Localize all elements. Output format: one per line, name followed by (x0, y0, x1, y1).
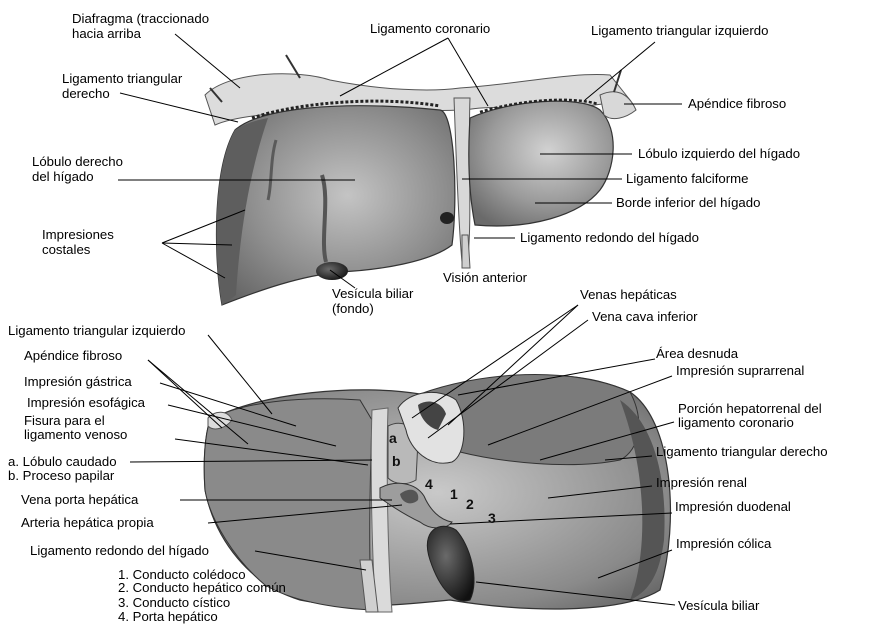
label-costal-impressions-1: Impresiones (42, 228, 114, 242)
label-gallbladder-fundus-1: Vesícula biliar (332, 287, 413, 301)
label-papillary-process: b. Proceso papilar (8, 469, 114, 483)
label-suprarenal-impression: Impresión suprarrenal (676, 364, 804, 378)
label-bare-area: Área desnuda (656, 347, 738, 361)
marker-1: 1 (450, 486, 458, 502)
label-gallbladder-fundus-2: (fondo) (332, 302, 374, 316)
marker-3: 3 (488, 510, 496, 526)
label-gastric-impression: Impresión gástrica (24, 375, 132, 389)
label-diaphragm-2: hacia arriba (72, 27, 141, 41)
label-round-ligament-anterior: Ligamento redondo del hígado (520, 231, 699, 245)
label-caudate-lobe: a. Lóbulo caudado (8, 455, 117, 469)
label-venous-fissure-1: Fisura para el (24, 414, 105, 428)
label-hepatorenal-1: Porción hepatorrenal del (678, 402, 822, 416)
label-colic-impression: Impresión cólica (676, 537, 771, 551)
label-venous-fissure-2: ligamento venoso (24, 428, 127, 442)
label-portal-vein: Vena porta hepática (21, 493, 138, 507)
label-left-triangular-ligament: Ligamento triangular izquierdo (591, 24, 768, 38)
label-fibrous-appendix-visceral: Apéndice fibroso (24, 349, 122, 363)
label-right-lobe-1: Lóbulo derecho (32, 155, 123, 169)
label-coronary-ligament: Ligamento coronario (370, 22, 490, 36)
label-hepatorenal-2: ligamento coronario (678, 416, 794, 430)
label-esophageal-impression: Impresión esofágica (27, 396, 145, 410)
marker-4: 4 (425, 476, 433, 492)
key-item-2: 2. Conducto hepático común (118, 581, 286, 595)
left-lobe-shape (469, 101, 613, 226)
label-renal-impression: Impresión renal (656, 476, 747, 490)
label-view-caption: Visión anterior (443, 271, 527, 285)
label-round-ligament-visceral: Ligamento redondo del hígado (30, 544, 209, 558)
label-hepatic-veins: Venas hepáticas (580, 288, 677, 302)
label-left-lobe: Lóbulo izquierdo del hígado (638, 147, 800, 161)
label-right-triangular-2: derecho (62, 87, 110, 101)
key-item-4: 4. Porta hepático (118, 610, 218, 624)
label-right-lobe-2: del hígado (32, 170, 94, 184)
marker-2: 2 (466, 496, 474, 512)
label-costal-impressions-2: costales (42, 243, 90, 257)
label-diaphragm-1: Diafragma (traccionado (72, 12, 209, 26)
label-left-triangular-ligament-visceral: Ligamento triangular izquierdo (8, 324, 185, 338)
label-right-triangular-visceral: Ligamento triangular derecho (656, 445, 828, 459)
label-inferior-vena-cava: Vena cava inferior (592, 310, 698, 324)
label-right-triangular-1: Ligamento triangular (62, 72, 182, 86)
marker-b: b (392, 453, 401, 469)
label-inferior-border: Borde inferior del hígado (616, 196, 760, 210)
label-fibrous-appendix: Apéndice fibroso (688, 97, 786, 111)
small-dark-shape (440, 212, 454, 224)
visceral-liver-view (204, 374, 670, 612)
round-ligament-shape (462, 235, 470, 268)
key-item-3: 3. Conducto cístico (118, 596, 230, 610)
label-gallbladder-visceral: Vesícula biliar (678, 599, 759, 613)
label-falciform-ligament: Ligamento falciforme (626, 172, 748, 186)
fibrous-appendix-shape (600, 92, 636, 119)
label-hepatic-artery: Arteria hepática propia (21, 516, 154, 530)
label-duodenal-impression: Impresión duodenal (675, 500, 791, 514)
marker-a: a (389, 430, 397, 446)
